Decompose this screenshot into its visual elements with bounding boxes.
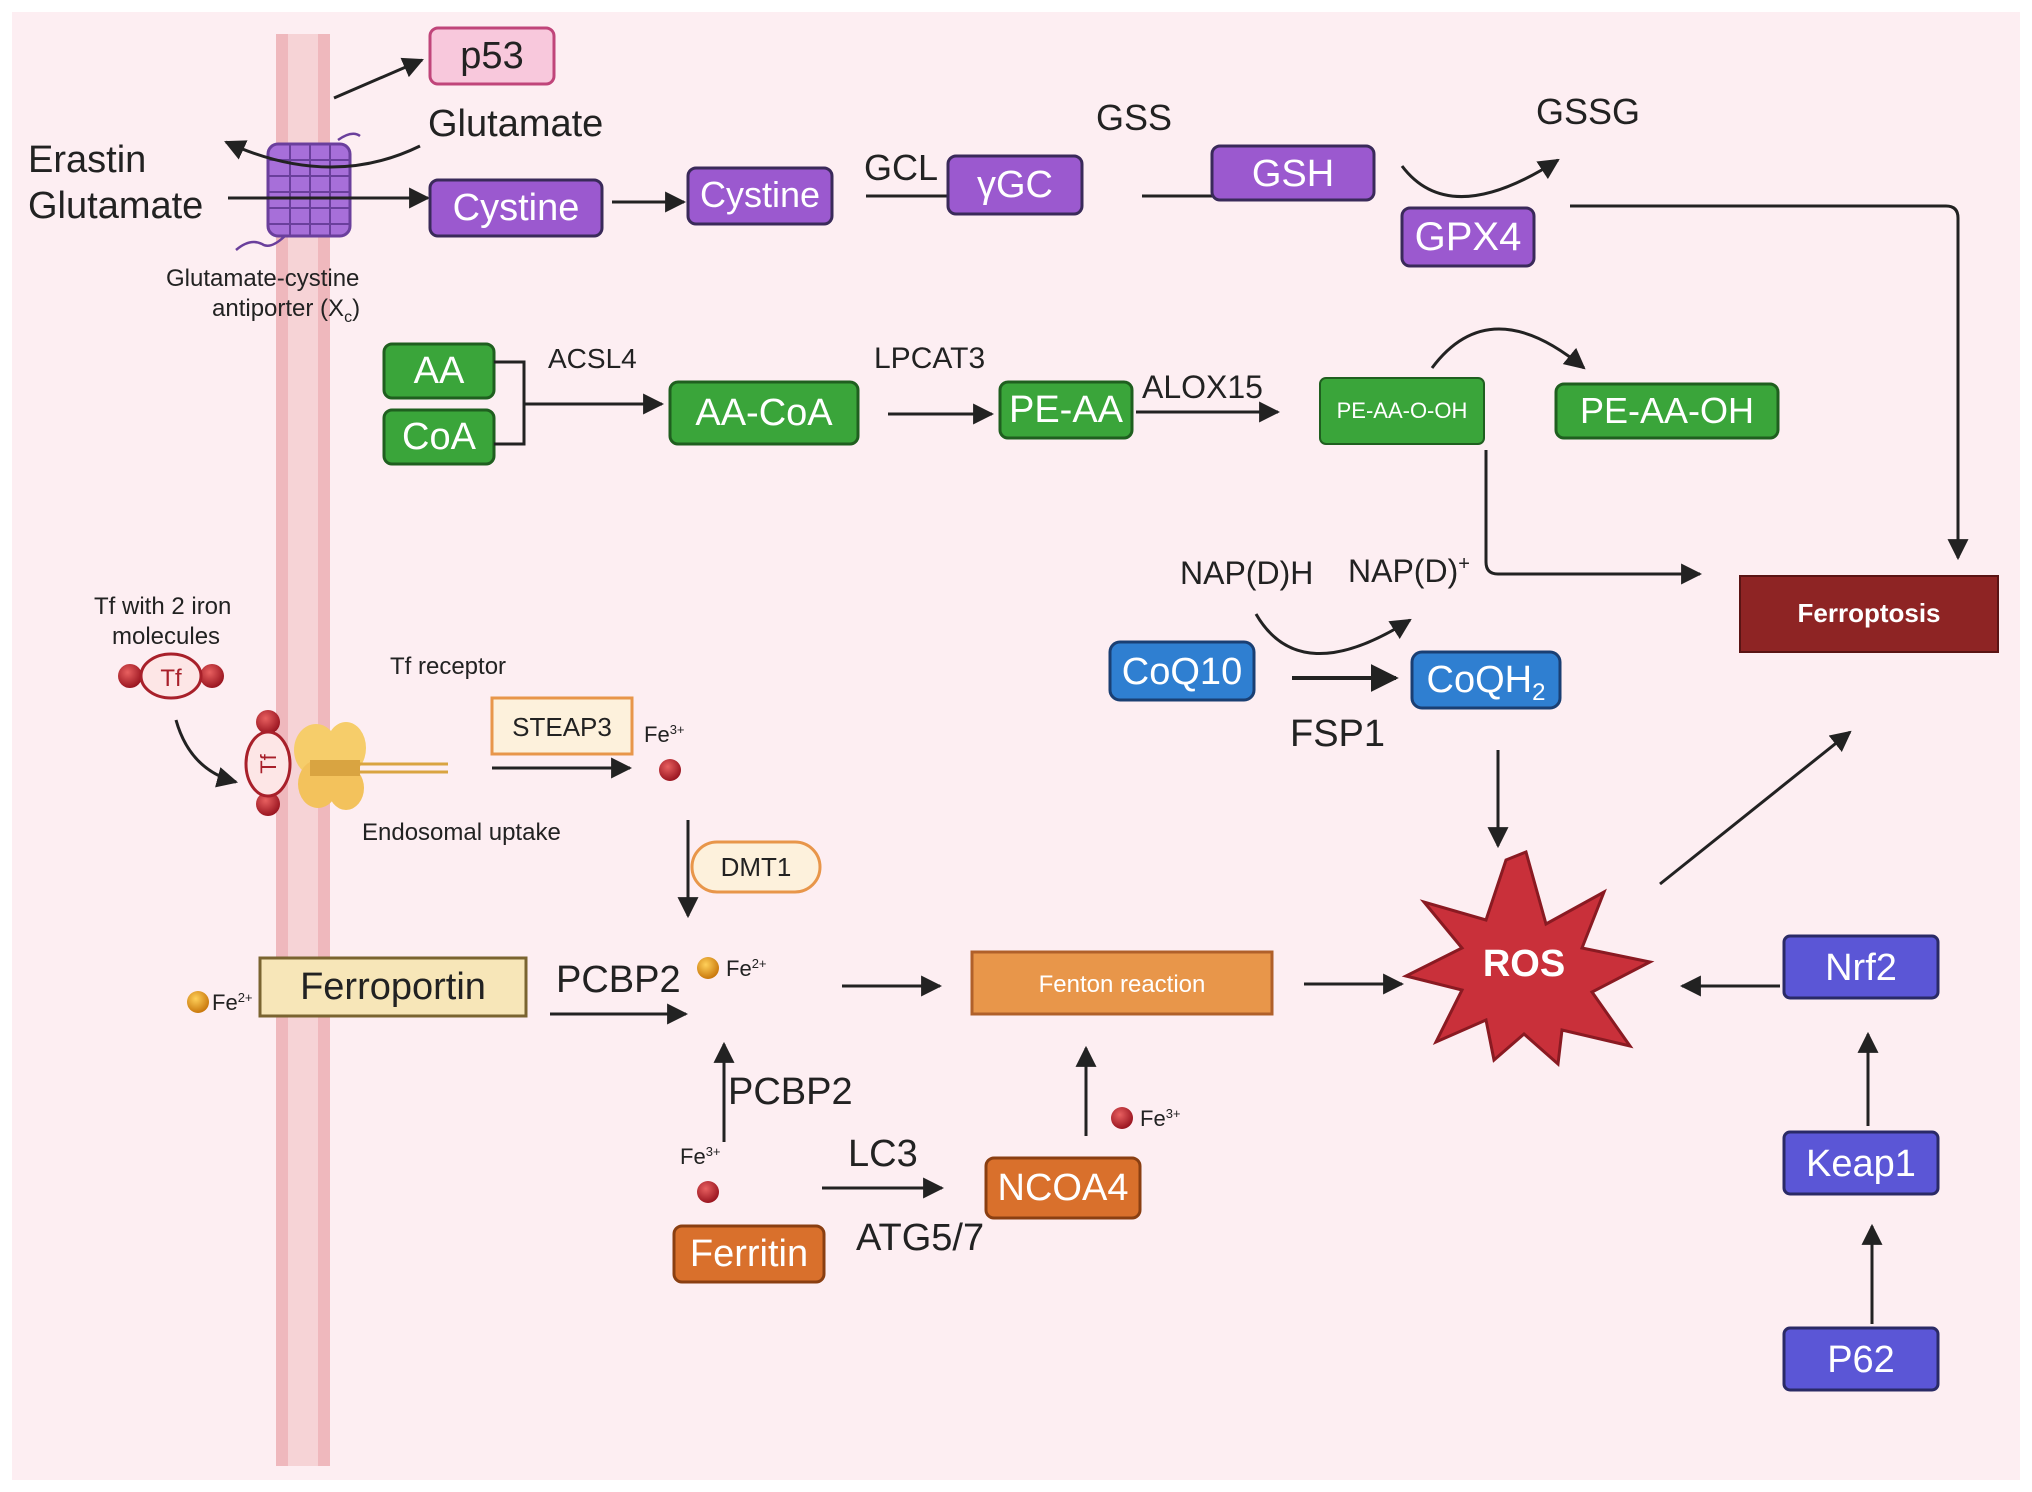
- fsp1-label: FSP1: [1290, 713, 1385, 755]
- transferrin-with-iron: Tf: [118, 652, 224, 700]
- nrf2-box: [1782, 934, 1940, 1000]
- glutamate-top-label: Glutamate: [428, 103, 603, 145]
- ygc-box: [946, 154, 1084, 216]
- nrf2-label: Nrf2: [1825, 947, 1897, 989]
- ygc-label: γGC: [977, 164, 1053, 206]
- acsl4-label: ACSL4: [548, 343, 637, 374]
- steap3-box: [490, 696, 634, 756]
- ferroportin-box: [258, 956, 528, 1018]
- coa-label: CoA: [402, 416, 477, 458]
- dmt1-box: [690, 840, 822, 894]
- fe3-ion-1: [659, 759, 681, 781]
- ncoa4-label: NCOA4: [998, 1167, 1129, 1209]
- ferritin-box: [672, 1224, 826, 1284]
- gsh-box: [1210, 144, 1376, 202]
- fe3-label-2: Fe3+: [680, 1144, 721, 1169]
- coa-box: [382, 408, 496, 466]
- peaaooh-to-peaaoh-arrow: [1430, 327, 1586, 370]
- fenton-box: [970, 950, 1274, 1016]
- glutamate-left-label: Glutamate: [28, 185, 203, 227]
- glutamate-export-arrow: [224, 140, 421, 169]
- coq10-box: [1108, 640, 1256, 702]
- peaaooh-label: PE-AA-O-OH: [1337, 398, 1468, 423]
- fe3-ion-3: [1111, 1107, 1133, 1129]
- antiporter-label-line2: antiporter (Xc): [212, 295, 360, 326]
- ros-to-ferroptosis-arrow: [1659, 730, 1852, 886]
- aa-label: AA: [414, 350, 465, 392]
- keap1-label: Keap1: [1806, 1143, 1916, 1185]
- p53-arrow: [333, 57, 424, 100]
- fe3-label-3: Fe3+: [1140, 1106, 1181, 1131]
- fe2-label-in: Fe2+: [726, 956, 767, 981]
- gsh-label: GSH: [1252, 153, 1334, 195]
- gss-label: GSS: [1096, 97, 1172, 138]
- napdh-to-napd-arrow: [1254, 613, 1412, 656]
- gsh-to-gssg-arrow: [1400, 158, 1560, 198]
- ros-burst: [1401, 849, 1655, 1068]
- steap3-label: STEAP3: [512, 712, 612, 742]
- napd-label: NAP(D)+: [1348, 553, 1470, 589]
- p53-label: p53: [460, 35, 523, 77]
- p53-box: [428, 26, 556, 86]
- antiporter-label-line1: Glutamate-cystine: [166, 265, 359, 292]
- gpx4-box: [1400, 206, 1536, 268]
- fe3-ion-2: [697, 1181, 719, 1203]
- dmt1-label: DMT1: [721, 852, 792, 882]
- fe2-ion-in: [697, 957, 719, 979]
- peaaoh-box: [1554, 382, 1780, 440]
- peaa-box: [998, 380, 1134, 440]
- cystine-label-2: Cystine: [700, 174, 820, 215]
- p62-box: [1782, 1326, 1940, 1392]
- fe2-ion-out: [187, 991, 209, 1013]
- tf-iron-label-2: molecules: [112, 623, 220, 650]
- coqh2-label: CoQH2: [1427, 659, 1546, 706]
- p62-label: P62: [1827, 1339, 1895, 1381]
- peaaooh-to-ferroptosis-arrow: [1484, 450, 1703, 585]
- cystine-box-2: [686, 166, 834, 226]
- aacoa-label: AA-CoA: [695, 392, 833, 434]
- peaaooh-box: [1319, 377, 1485, 445]
- fe3-label-1: Fe3+: [644, 722, 685, 747]
- tf-label: Tf: [160, 665, 182, 692]
- ncoa4-box: [984, 1156, 1142, 1220]
- ferroptosis-box: [1739, 575, 1999, 653]
- coqh2-box: [1410, 650, 1562, 710]
- ferroportin-label: Ferroportin: [300, 966, 486, 1008]
- peaa-label: PE-AA: [1009, 389, 1124, 431]
- endosomal-label: Endosomal uptake: [362, 819, 561, 846]
- pcbp2-top-label: PCBP2: [556, 959, 681, 1001]
- cystine-box-1: [428, 178, 604, 238]
- erastin-label: Erastin: [28, 139, 146, 181]
- atg-label: ATG5/7: [856, 1217, 984, 1259]
- coq10-label: CoQ10: [1122, 651, 1242, 693]
- tf-to-receptor-arrow: [174, 719, 239, 788]
- keap1-box: [1782, 1130, 1940, 1196]
- tf-receptor-bound-label: Tf: [256, 753, 281, 773]
- gssg-label: GSSG: [1536, 91, 1640, 132]
- fe2-label-out: Fe2+: [212, 990, 253, 1015]
- cystine-label-1: Cystine: [453, 187, 580, 229]
- ferritin-label: Ferritin: [690, 1233, 808, 1275]
- tf-iron-label-1: Tf with 2 iron: [94, 593, 231, 620]
- peaaoh-label: PE-AA-OH: [1580, 390, 1754, 431]
- transferrin-receptor: Tf: [244, 710, 448, 816]
- alox15-label: ALOX15: [1142, 369, 1263, 405]
- fenton-label: Fenton reaction: [1039, 971, 1206, 998]
- ros-label: ROS: [1483, 943, 1565, 985]
- ferroptosis-label: Ferroptosis: [1797, 598, 1940, 628]
- napdh-label: NAP(D)H: [1180, 555, 1313, 591]
- aa-box: [382, 342, 496, 400]
- lc3-label: LC3: [848, 1133, 918, 1175]
- lpcat3-label: LPCAT3: [874, 342, 985, 375]
- gcl-label: GCL: [864, 147, 938, 188]
- gpx4-to-ferroptosis-arrow: [1570, 204, 1969, 561]
- pcbp2-bottom-label: PCBP2: [728, 1071, 853, 1113]
- gpx4-label: GPX4: [1415, 215, 1522, 259]
- aacoa-box: [668, 380, 860, 446]
- tf-receptor-label: Tf receptor: [390, 653, 506, 680]
